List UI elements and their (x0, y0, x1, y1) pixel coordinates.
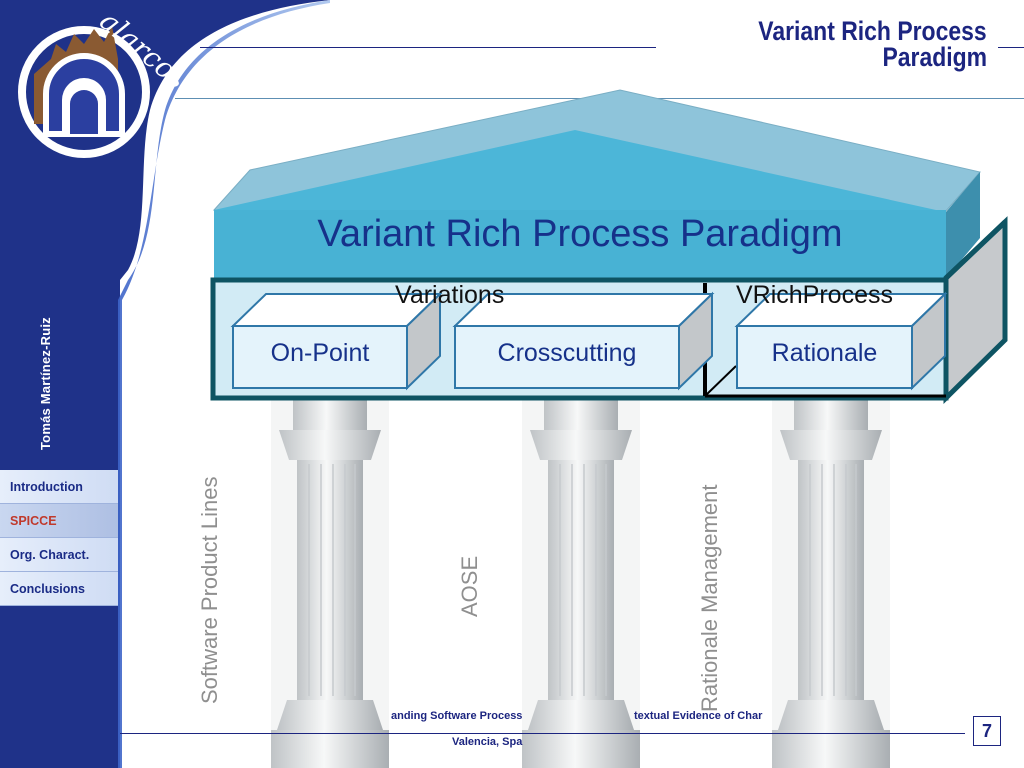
box-label-crosscutting: Crosscutting (497, 339, 637, 367)
box-rationale (736, 325, 913, 389)
nav-item-org-charact[interactable]: Org. Charact. (0, 538, 118, 572)
pillar-label-rationale-mgmt: Rationale Management (697, 484, 722, 712)
group-label-variations: Variations (395, 281, 505, 309)
page-number: 7 (973, 716, 1001, 746)
header-rule-right (998, 47, 1024, 48)
nav-item-spicce[interactable]: SPICCE (0, 504, 118, 538)
footer-location: Valencia, Spa (452, 736, 523, 748)
nav-item-introduction[interactable]: Introduction (0, 470, 118, 504)
header-rule-left (200, 47, 656, 48)
pillar-right (772, 400, 890, 768)
slide-title-line2: Paradigm (882, 42, 987, 72)
footer-conference-right: textual Evidence of Char (634, 710, 763, 722)
pillar-label-spl: Software Product Lines (197, 476, 222, 704)
box-crosscutting (454, 325, 680, 389)
pillar-middle (522, 400, 640, 768)
roof-title: Variant Rich Process Paradigm (317, 213, 843, 255)
box-label-on-point: On-Point (270, 339, 370, 367)
pillar-label-aose: AOSE (457, 555, 482, 617)
box-label-rationale: Rationale (771, 339, 878, 367)
slide-title: Variant Rich Process (758, 16, 987, 46)
footer-rule (120, 733, 965, 734)
footer-conference-left: anding Software Process (391, 710, 523, 722)
alarcos-logo: alarcos (18, 4, 181, 158)
group-label-vrichprocess: VRichProcess (736, 281, 893, 309)
pillar-left (271, 400, 389, 768)
roof-band (214, 210, 946, 278)
section-nav: Introduction SPICCE Org. Charact. Conclu… (0, 470, 118, 606)
box-on-point (232, 325, 408, 389)
nav-item-conclusions[interactable]: Conclusions (0, 572, 118, 606)
